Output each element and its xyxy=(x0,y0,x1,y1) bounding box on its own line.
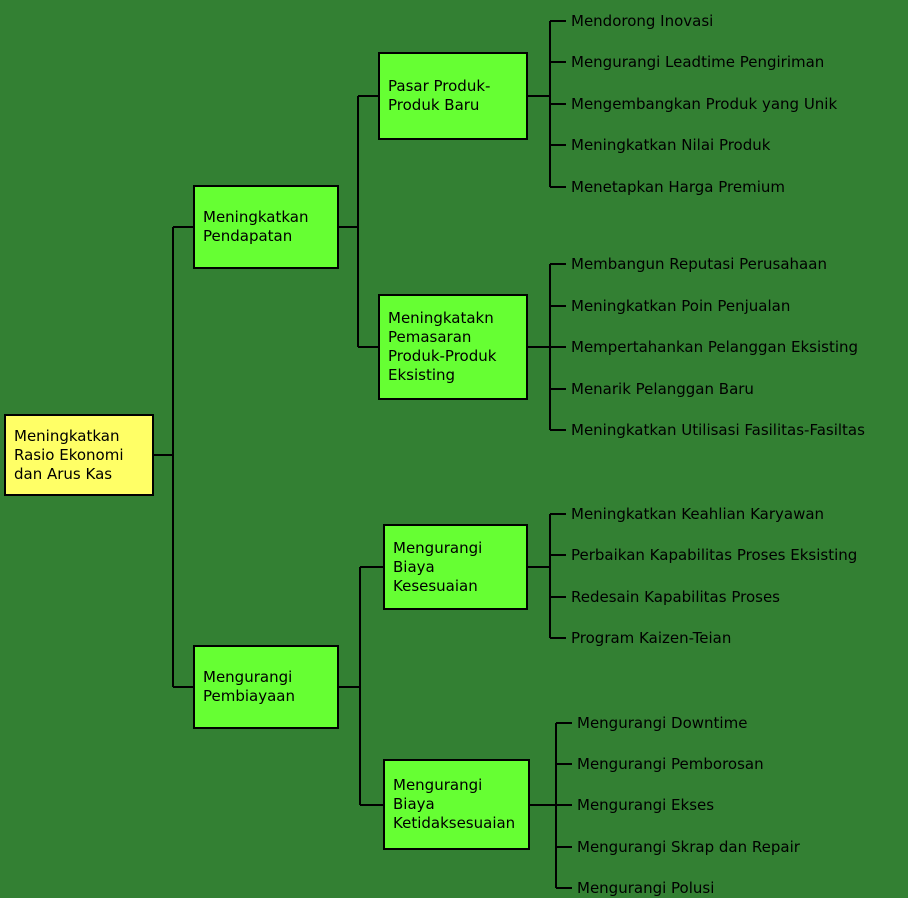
node-label: Mengurangi Pembiayaan xyxy=(203,668,295,705)
leaf-item: Meningkatkan Nilai Produk xyxy=(571,136,771,154)
pembiayaan-connector xyxy=(339,566,383,806)
node-root-label: Meningkatkan Rasio Ekonomi dan Arus Kas xyxy=(14,426,124,483)
node-label: Meningkatkan Pendapatan xyxy=(203,208,309,245)
node-root: Meningkatkan Rasio Ekonomi dan Arus Kas xyxy=(4,414,154,496)
group2-connector xyxy=(528,263,566,431)
group3-connector xyxy=(528,513,566,639)
leaf-item: Mempertahankan Pelanggan Eksisting xyxy=(571,338,859,356)
leaf-item: Redesain Kapabilitas Proses xyxy=(571,588,780,606)
leaf-item: Meningkatkan Keahlian Karyawan xyxy=(571,505,825,523)
leaf-item: Mengurangi Polusi xyxy=(577,879,715,897)
node-biaya-kesesuaian: Mengurangi Biaya Kesesuaian xyxy=(383,524,528,610)
leaf-item: Menarik Pelanggan Baru xyxy=(571,380,754,398)
leaf-item: Meningkatkan Utilisasi Fasilitas-Fasilta… xyxy=(571,421,865,439)
root-connector xyxy=(154,226,193,688)
node-pemasaran-eksisting: Meningkatakn Pemasaran Produk-Produk Eks… xyxy=(378,294,528,400)
node-label: Meningkatakn Pemasaran Produk-Produk Eks… xyxy=(388,309,497,384)
leaf-item: Mengurangi Pemborosan xyxy=(577,755,764,773)
leaf-item: Mengembangkan Produk yang Unik xyxy=(571,95,838,113)
leaf-item: Menetapkan Harga Premium xyxy=(571,178,785,196)
group1-connector xyxy=(528,20,566,188)
node-pasar-produk-baru: Pasar Produk- Produk Baru xyxy=(378,52,528,140)
node-label: Mengurangi Biaya Ketidaksesuaian xyxy=(393,776,516,832)
leaf-item: Perbaikan Kapabilitas Proses Eksisting xyxy=(571,546,858,564)
group4-connector xyxy=(530,722,572,889)
leaf-item: Meningkatkan Poin Penjualan xyxy=(571,297,791,315)
node-meningkatkan-pendapatan: Meningkatkan Pendapatan xyxy=(193,185,339,269)
leaf-item: Program Kaizen-Teian xyxy=(571,629,732,647)
leaf-item: Mengurangi Skrap dan Repair xyxy=(577,838,800,856)
leaf-item: Mengurangi Ekses xyxy=(577,796,715,814)
node-biaya-ketidaksesuaian: Mengurangi Biaya Ketidaksesuaian xyxy=(383,759,530,850)
leaf-item: Mengurangi Leadtime Pengiriman xyxy=(571,53,825,71)
pendapatan-connector xyxy=(339,95,378,348)
node-mengurangi-pembiayaan: Mengurangi Pembiayaan xyxy=(193,645,339,729)
node-label: Pasar Produk- Produk Baru xyxy=(388,77,491,114)
leaf-item: Mengurangi Downtime xyxy=(577,714,748,732)
leaf-item: Membangun Reputasi Perusahaan xyxy=(571,255,827,273)
leaf-item: Mendorong Inovasi xyxy=(571,12,714,30)
node-label: Mengurangi Biaya Kesesuaian xyxy=(393,538,483,595)
